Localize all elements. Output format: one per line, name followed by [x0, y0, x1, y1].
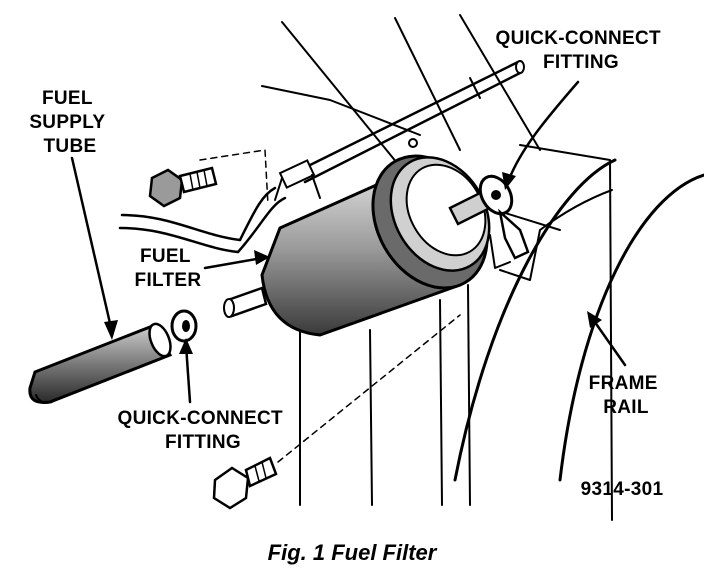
- fuel-filter-body: [223, 154, 492, 337]
- label-frame-rail: FRAME RAIL: [589, 373, 664, 418]
- label-quick-connect-top: QUICK-CONNECT FITTING: [496, 28, 667, 73]
- lower-bolt: [212, 314, 461, 510]
- frame-rail-shape: [453, 158, 704, 482]
- quick-connect-fitting-top: [478, 174, 530, 269]
- label-quick-connect-bottom: QUICK-CONNECT FITTING: [118, 408, 289, 453]
- upper-bolt: [148, 166, 218, 208]
- part-number: 9314-301: [581, 479, 664, 500]
- figure-caption: Fig. 1 Fuel Filter: [268, 540, 438, 565]
- fuel-line-upper: [274, 60, 525, 201]
- leader-lines: [70, 80, 627, 404]
- label-fuel-supply-tube: FUEL SUPPLY TUBE: [29, 88, 110, 157]
- fuel-supply-tube: [28, 322, 173, 404]
- fuel-line-lower: [118, 149, 287, 254]
- quick-connect-fitting-bottom: [170, 309, 198, 343]
- label-fuel-filter: FUEL FILTER: [135, 246, 202, 291]
